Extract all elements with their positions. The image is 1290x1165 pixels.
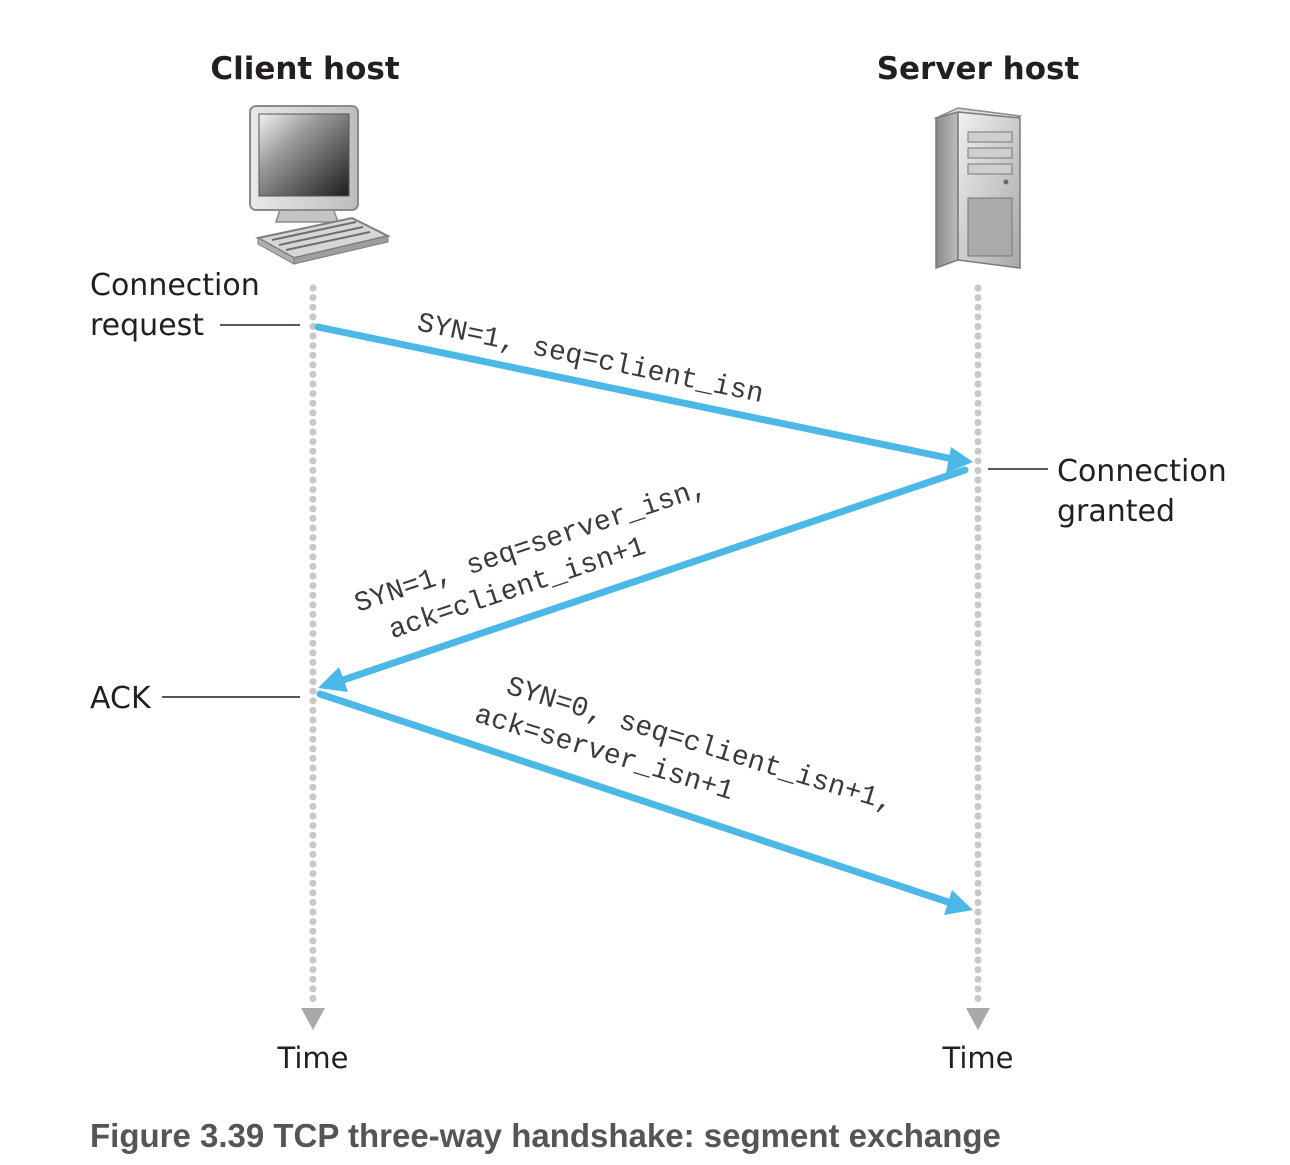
client-timeline-arrowhead	[301, 1008, 325, 1030]
ack-segment-arrow	[316, 690, 973, 915]
connection-granted-label-line2: granted	[1057, 494, 1175, 529]
synack-segment-arrow	[318, 466, 969, 692]
server-timeline-arrowhead	[966, 1008, 990, 1030]
syn-segment-arrow	[314, 323, 973, 473]
desktop-computer-icon	[249, 105, 391, 265]
connection-request-label-line2: request	[90, 308, 204, 343]
connection-request-label-line1: Connection	[90, 268, 260, 303]
synack-segment-label: SYN=1, seq=server_isn, ack=client_isn+1	[351, 473, 711, 647]
figure-caption: Figure 3.39 TCP three-way handshake: seg…	[90, 1117, 1001, 1154]
client-time-label: Time	[277, 1041, 349, 1075]
ack-label: ACK	[90, 681, 152, 716]
ack-segment-label: SYN=0, seq=client_isn+1, ack=server_isn+…	[471, 672, 897, 820]
connection-granted-label-line1: Connection	[1057, 454, 1227, 489]
client-host-label: Client host	[210, 51, 400, 87]
tower-server-icon	[933, 107, 1023, 270]
server-time-label: Time	[942, 1041, 1014, 1075]
server-host-label: Server host	[877, 51, 1080, 87]
